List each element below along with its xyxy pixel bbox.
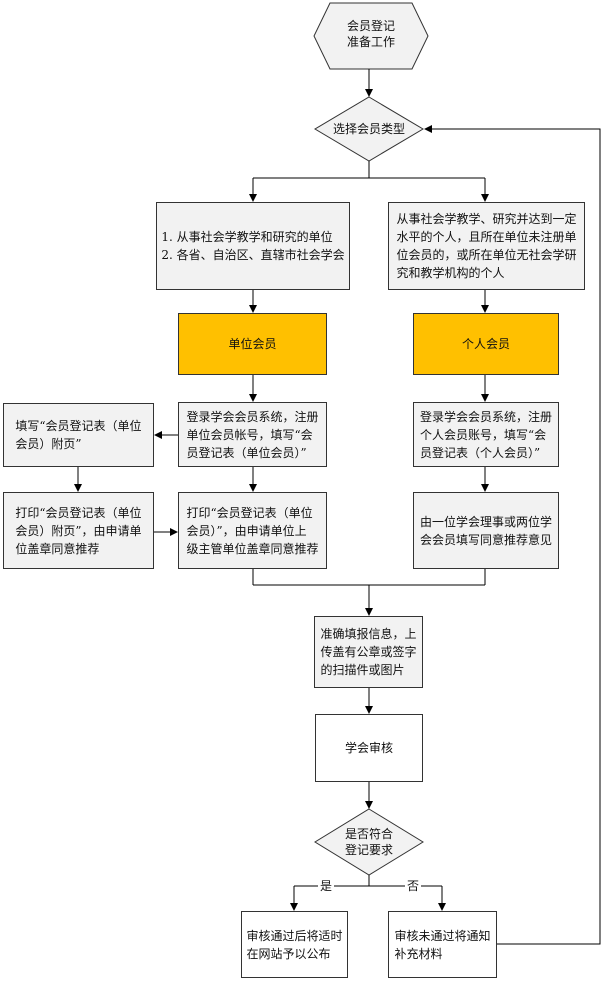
upload-box: 准确填报信息，上 传盖有公章或签字 的扫描件或图片: [314, 616, 423, 688]
unit-register-line-3: 员登记表（单位会员）”: [186, 445, 307, 460]
print-unit-box: 打印“会员登记表（单位 会员）”，由申请单位上 级主管单位盖章同意推荐: [178, 492, 327, 569]
individual-register-line-3: 员登记表（个人会员）”: [419, 445, 541, 460]
start-line-1: 会员登记: [346, 19, 395, 33]
start-hexagon: [313, 2, 429, 70]
upload-line-3: 的扫描件或图片: [320, 663, 405, 677]
unit-criteria-box: 1. 从事社会学教学和研究的单位 2. 各省、自治区、直辖市社会学会: [156, 202, 350, 290]
individual-criteria-line-2: 水平的个人，且所在单位未注册单: [396, 230, 577, 244]
print-unit-line-3: 级主管单位盖章同意推荐: [186, 541, 319, 556]
individual-register-line-1: 登录学会会员系统，注册: [419, 409, 552, 424]
print-unit-line-2: 会员）”，由申请单位上: [186, 523, 307, 538]
decision-line-1: 是否符合: [344, 827, 393, 841]
individual-criteria-box: 从事社会学教学、研究并达到一定 水平的个人，且所在单位未注册单 位会员的，或所在…: [388, 202, 585, 290]
pass-line-2: 在网站予以公布: [246, 946, 331, 961]
unit-register-line-1: 登录学会会员系统，注册: [186, 409, 319, 424]
individual-criteria-line-1: 从事社会学教学、研究并达到一定: [396, 212, 577, 226]
individual-register-line-2: 个人会员账号，填写“会: [419, 427, 547, 442]
recommend-line-1: 由一位学会理事或两位学: [419, 514, 552, 529]
review-label: 学会审核: [344, 741, 393, 755]
unit-criteria-line-2: 2. 各省、自治区、直辖市社会学会: [161, 248, 345, 262]
choose-label: 选择会员类型: [332, 122, 405, 136]
unit-criteria-line-1: 1. 从事社会学教学和研究的单位: [161, 230, 333, 244]
upload-line-2: 传盖有公章或签字: [320, 645, 417, 659]
yes-label: 是: [318, 877, 335, 894]
review-box: 学会审核: [315, 714, 423, 782]
fill-appendix-line-2: 会员）附页”: [15, 437, 82, 451]
individual-member-box: 个人会员: [413, 313, 559, 375]
individual-register-box: 登录学会会员系统，注册 个人会员账号，填写“会 员登记表（个人会员）”: [413, 402, 559, 467]
individual-criteria-line-3: 位会员的，或所在单位无社会学研: [396, 248, 577, 262]
start-line-2: 准备工作: [346, 35, 395, 49]
individual-member-label: 个人会员: [461, 337, 510, 351]
unit-member-box: 单位会员: [178, 313, 327, 375]
print-appendix-line-1: 打印“会员登记表（单位: [15, 505, 142, 520]
fill-appendix-line-1: 填写“会员登记表（单位: [15, 419, 142, 433]
print-unit-line-1: 打印“会员登记表（单位: [186, 505, 313, 520]
print-appendix-box: 打印“会员登记表（单位 会员）附页”，由申请单 位盖章同意推荐: [3, 492, 154, 569]
individual-criteria-line-4: 究和教学机构的个人: [396, 266, 505, 280]
pass-box: 审核通过后将适时 在网站予以公布: [241, 911, 348, 978]
fail-box: 审核未通过将通知 补充材料: [388, 911, 497, 978]
recommend-line-2: 会会员填写同意推荐意见: [419, 532, 552, 547]
recommend-box: 由一位学会理事或两位学 会会员填写同意推荐意见: [413, 492, 559, 569]
fail-line-2: 补充材料: [394, 946, 443, 961]
choose-text: 选择会员类型: [315, 121, 423, 137]
decision-text: 是否符合 登记要求: [325, 826, 413, 858]
fail-line-1: 审核未通过将通知: [394, 928, 491, 943]
print-appendix-line-2: 会员）附页”，由申请单: [15, 523, 142, 538]
upload-line-1: 准确填报信息，上: [320, 627, 417, 641]
fill-appendix-box: 填写“会员登记表（单位 会员）附页”: [3, 403, 154, 467]
unit-member-label: 单位会员: [228, 337, 277, 351]
loop-back-connector: [424, 125, 601, 945]
pass-line-1: 审核通过后将适时: [246, 928, 343, 943]
start-text: 会员登记 准备工作: [324, 18, 418, 50]
no-label: 否: [405, 877, 422, 894]
unit-register-line-2: 单位会员帐号，填写“会: [186, 427, 313, 442]
decision-line-2: 登记要求: [344, 843, 393, 857]
print-appendix-line-3: 位盖章同意推荐: [15, 541, 100, 556]
unit-register-box: 登录学会会员系统，注册 单位会员帐号，填写“会 员登记表（单位会员）”: [178, 402, 327, 467]
